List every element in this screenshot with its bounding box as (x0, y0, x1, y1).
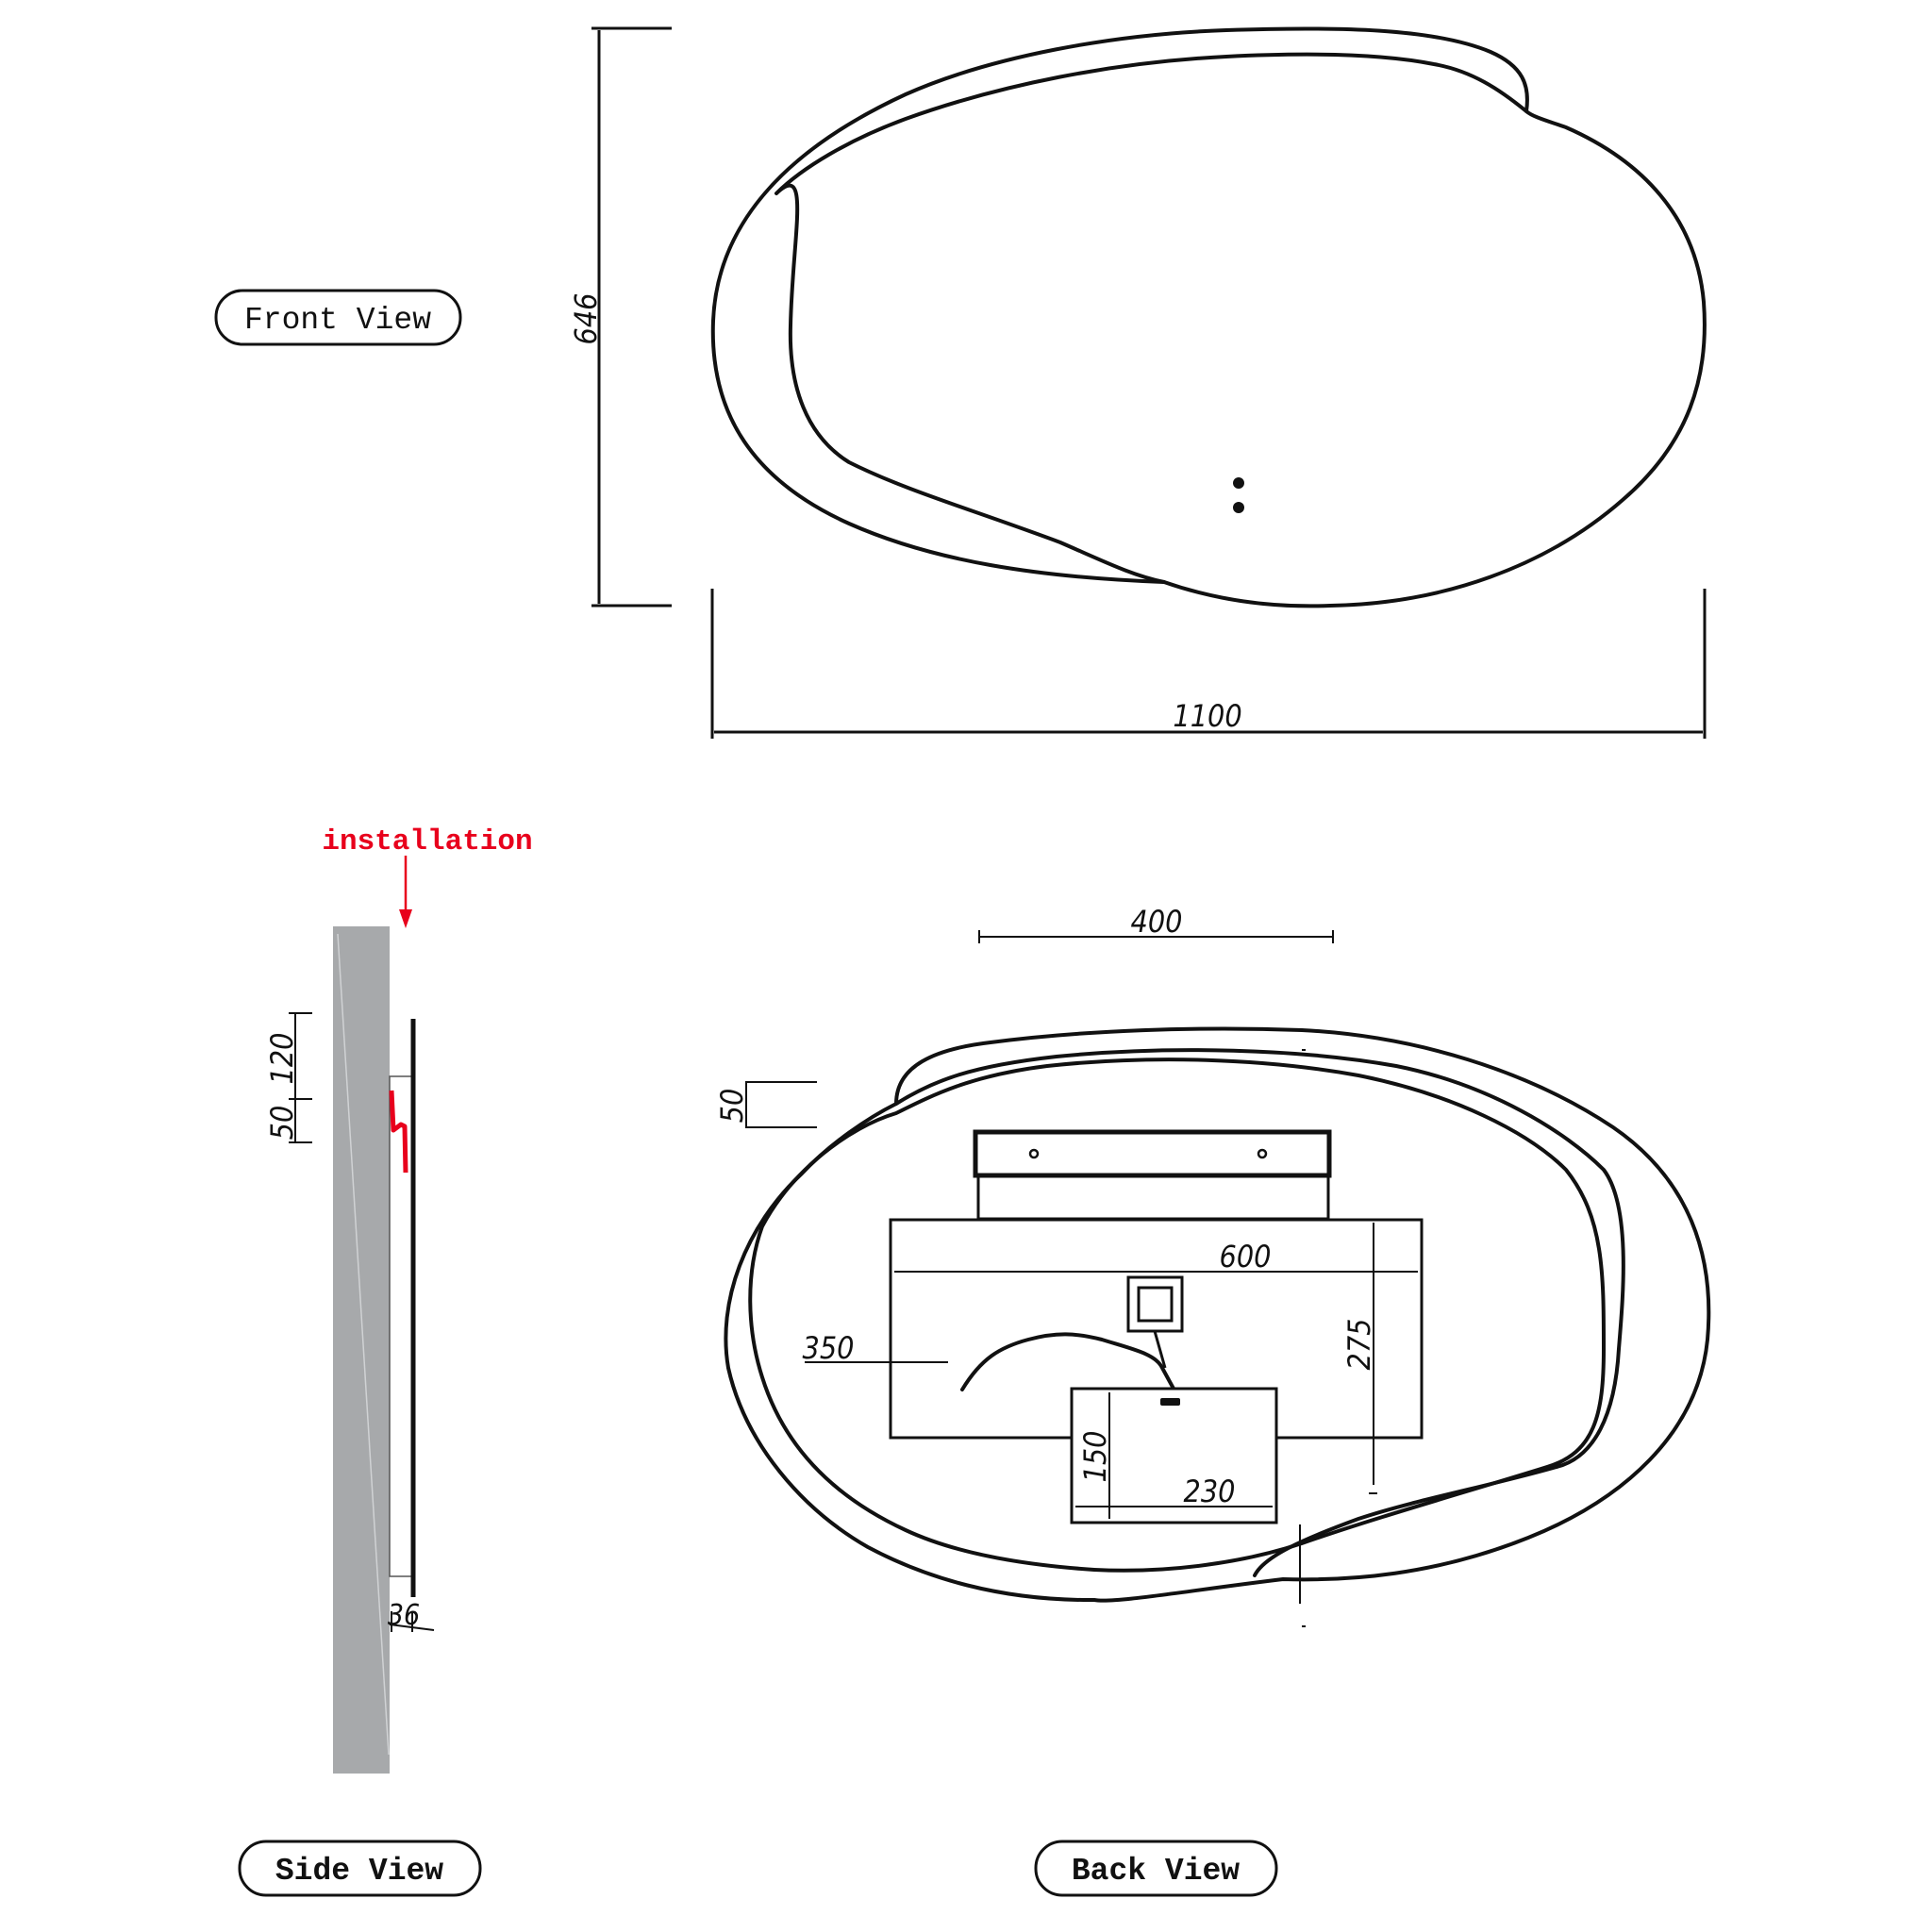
back-outer-outline (724, 1026, 1711, 1603)
back-middle-outline (894, 1048, 1625, 1577)
back-panel-width-dimension: 600 (894, 1239, 1418, 1274)
back-panel-height-dimension: 275 (1341, 1223, 1377, 1494)
side-depth-dimension: 36 (388, 1599, 435, 1632)
back-inner-outline (748, 1058, 1606, 1573)
wall-hook-icon (389, 1090, 408, 1174)
side-bracket-value: 50 (264, 1106, 300, 1141)
back-bracket-width-dimension: 400 (978, 904, 1334, 943)
installation-arrow-icon (399, 856, 412, 928)
side-view-label-text: Side View (275, 1854, 443, 1889)
side-depth-value: 36 (388, 1599, 420, 1632)
side-vertical-dimensions: 120 50 (264, 1012, 312, 1143)
front-height-dimension: 646 (568, 26, 672, 608)
front-view-label-text: Front View (244, 303, 431, 338)
back-panel-height-value: 275 (1341, 1319, 1377, 1371)
installation-annotation: installation (322, 825, 532, 858)
front-width-value: 1100 (1173, 698, 1241, 734)
front-view: Front View 646 1100 (214, 26, 1707, 739)
driver-width-value: 230 (1184, 1474, 1236, 1509)
back-bracket-width-value: 400 (1131, 904, 1183, 940)
cable-length-dimension: 350 (803, 1330, 948, 1366)
hanging-bracket (973, 1129, 1332, 1221)
side-view-label: Side View (238, 1840, 482, 1897)
back-view-label: Back View (1034, 1840, 1278, 1897)
back-top-offset-dimension: 50 (714, 1081, 817, 1128)
front-width-dimension: 1100 (710, 589, 1707, 739)
front-view-label: Front View (214, 289, 462, 346)
power-cable (960, 1332, 1175, 1391)
wall (333, 926, 390, 1774)
side-offset-value: 120 (264, 1033, 300, 1085)
touch-sensor-dot-icon (1233, 477, 1244, 489)
driver-height-value: 150 (1077, 1431, 1113, 1483)
back-panel-width-value: 600 (1220, 1239, 1272, 1274)
switch-wire (1153, 1330, 1167, 1369)
driver-connector-icon (1160, 1398, 1180, 1406)
touch-sensor-dot-icon (1233, 502, 1244, 513)
back-top-offset-value: 50 (714, 1089, 750, 1124)
front-height-value: 646 (568, 293, 604, 345)
mirror-inner-outline (774, 52, 1528, 584)
back-view-label-text: Back View (1072, 1854, 1240, 1889)
back-view: 400 50 600 (714, 904, 1711, 1897)
cable-length-value: 350 (803, 1330, 855, 1366)
driver-box: 150 230 (1070, 1387, 1278, 1524)
switch-box-icon (1126, 1275, 1184, 1333)
mirror-outer-outline (710, 26, 1707, 608)
mounting-frame (389, 1075, 414, 1577)
screw-hole-icon (1257, 1148, 1268, 1159)
screw-hole-icon (1028, 1148, 1040, 1159)
side-view: installation 120 50 36 (238, 825, 533, 1897)
